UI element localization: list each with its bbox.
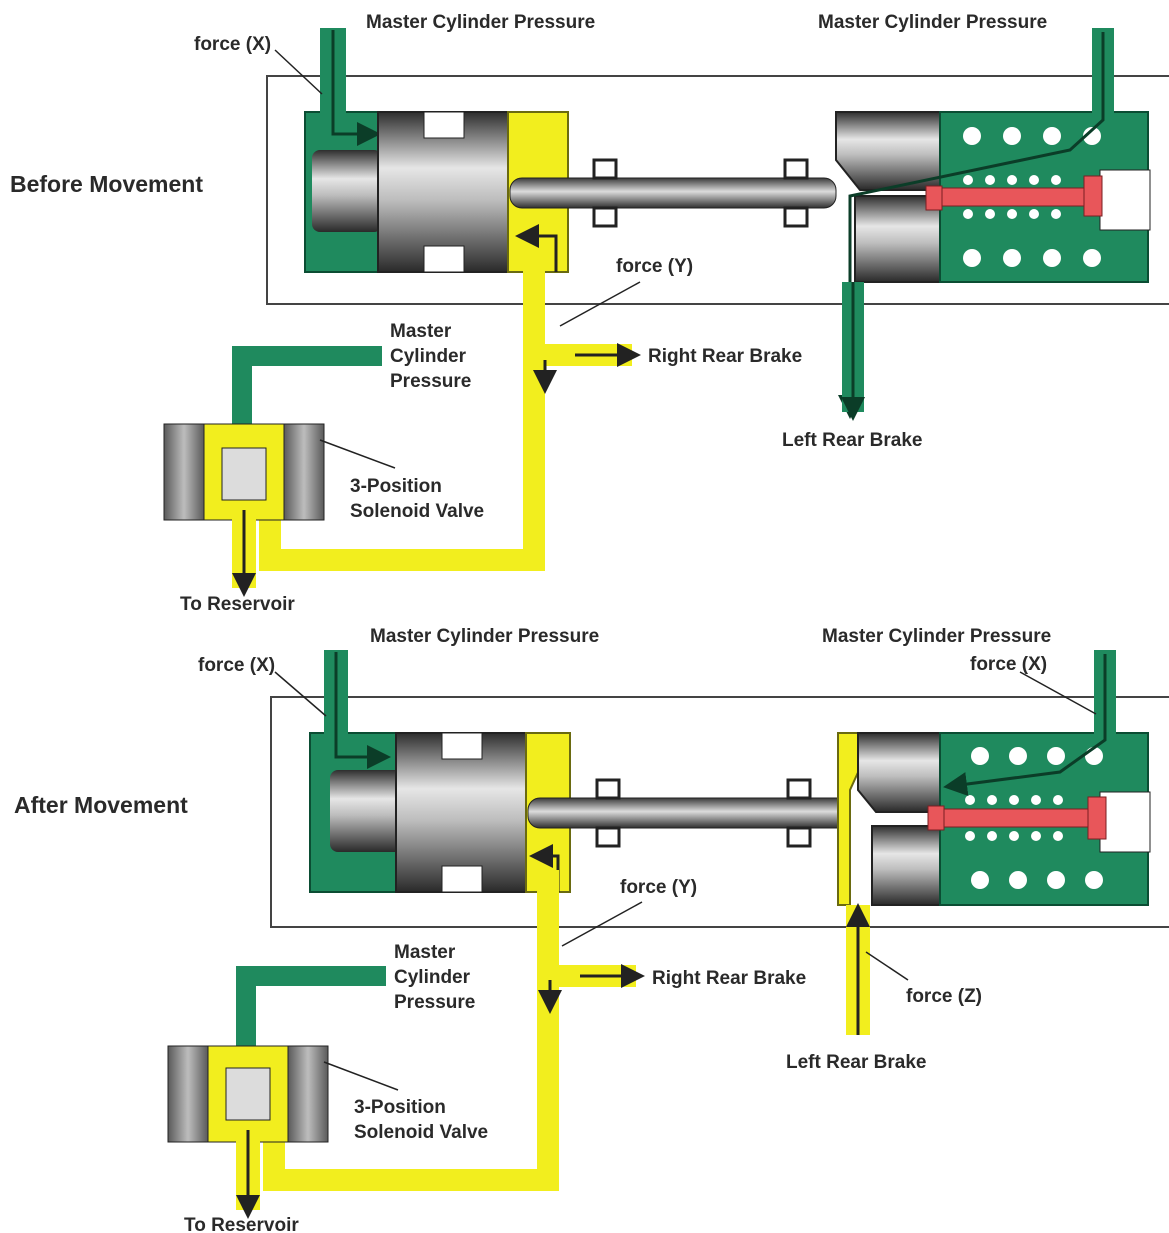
leader-line bbox=[559, 281, 641, 327]
piston-land-bottom bbox=[423, 245, 465, 273]
label-force-z: force (Z) bbox=[906, 986, 982, 1007]
label-mc-pressure-left: Master Cylinder Pressure bbox=[370, 626, 599, 647]
panel-before-movement: Before Movement force (X) Master Cylinde… bbox=[10, 12, 1169, 615]
label-valve-mc-3: Pressure bbox=[394, 992, 475, 1013]
label-left-rear-brake: Left Rear Brake bbox=[782, 430, 922, 451]
label-solenoid-1: 3-Position bbox=[354, 1097, 446, 1118]
label-left-rear-brake: Left Rear Brake bbox=[786, 1052, 926, 1073]
rod-seal bbox=[592, 158, 618, 180]
leader-line bbox=[1019, 671, 1097, 715]
yellow-line bbox=[259, 250, 545, 571]
piston-nose bbox=[312, 150, 382, 232]
rod-seal bbox=[783, 158, 809, 180]
spring-coils-top bbox=[963, 127, 1101, 267]
rod-seal bbox=[592, 206, 618, 228]
flow-arrow bbox=[515, 224, 558, 272]
label-force-x: force (X) bbox=[198, 655, 275, 676]
label-valve-mc-1: Master bbox=[394, 942, 456, 963]
solenoid-coil-right bbox=[283, 423, 325, 521]
label-force-y: force (Y) bbox=[620, 877, 697, 898]
push-rod bbox=[527, 797, 851, 829]
solenoid-coil-left bbox=[167, 1045, 209, 1143]
label-solenoid-1: 3-Position bbox=[350, 476, 442, 497]
piston-land-top bbox=[441, 732, 483, 760]
leader-line bbox=[274, 671, 327, 717]
label-solenoid-2: Solenoid Valve bbox=[350, 501, 484, 522]
rod-seal bbox=[595, 778, 621, 800]
flow-arrow bbox=[943, 654, 1107, 796]
label-mc-pressure-right: Master Cylinder Pressure bbox=[818, 12, 1047, 33]
leader-line bbox=[323, 1061, 399, 1091]
label-valve-mc-3: Pressure bbox=[390, 371, 471, 392]
flow-arrow bbox=[838, 32, 1105, 419]
plunger-stem bbox=[941, 808, 1103, 828]
plunger-tip bbox=[925, 185, 943, 211]
valve-housing bbox=[266, 75, 1169, 305]
push-rod bbox=[509, 177, 837, 209]
solenoid-coil-right bbox=[287, 1045, 329, 1143]
label-valve-mc-2: Cylinder bbox=[394, 967, 471, 988]
panel-title: After Movement bbox=[14, 792, 188, 818]
flow-arrow bbox=[331, 30, 381, 146]
label-to-reservoir: To Reservoir bbox=[180, 594, 295, 615]
solenoid-mc-line bbox=[232, 346, 382, 366]
leader-line bbox=[274, 49, 323, 95]
label-right-rear-brake: Right Rear Brake bbox=[652, 968, 806, 989]
panel-after-movement: After Movement force (X) Master Cylinder… bbox=[14, 626, 1169, 1233]
panel-title: Before Movement bbox=[10, 171, 203, 197]
end-cap bbox=[1099, 169, 1151, 231]
plunger-head bbox=[1087, 796, 1107, 840]
check-valve-upper bbox=[835, 111, 941, 191]
solenoid-mc-line bbox=[232, 346, 252, 426]
rod-seal bbox=[786, 778, 812, 800]
rod-seal bbox=[783, 206, 809, 228]
rod-seal bbox=[595, 826, 621, 848]
piston-nose bbox=[330, 770, 410, 852]
label-mc-pressure-right: Master Cylinder Pressure bbox=[822, 626, 1051, 647]
leader-line bbox=[319, 439, 396, 469]
solenoid-mc-line bbox=[236, 966, 386, 986]
leader-line bbox=[865, 951, 909, 981]
solenoid-armature bbox=[225, 1067, 271, 1121]
solenoid-coil-left bbox=[163, 423, 205, 521]
spring-coils-top bbox=[965, 747, 1103, 889]
plunger-tip bbox=[927, 805, 945, 831]
label-valve-mc-1: Master bbox=[390, 321, 452, 342]
rod-seal bbox=[786, 826, 812, 848]
label-mc-pressure-left: Master Cylinder Pressure bbox=[366, 12, 595, 33]
label-valve-mc-2: Cylinder bbox=[390, 346, 467, 367]
yellow-line bbox=[263, 870, 559, 1191]
label-force-x: force (X) bbox=[194, 34, 271, 55]
plunger-head bbox=[1083, 175, 1103, 217]
end-cap bbox=[1099, 791, 1151, 853]
solenoid-armature bbox=[221, 447, 267, 501]
leader-line bbox=[561, 901, 643, 947]
piston-land-top bbox=[423, 111, 465, 139]
flow-arrow bbox=[334, 652, 391, 769]
solenoid-mc-line bbox=[236, 966, 256, 1048]
valve-housing bbox=[270, 696, 1169, 928]
label-force-y: force (Y) bbox=[616, 256, 693, 277]
label-force-x-right: force (X) bbox=[970, 654, 1047, 675]
label-solenoid-2: Solenoid Valve bbox=[354, 1122, 488, 1143]
label-to-reservoir: To Reservoir bbox=[184, 1215, 299, 1233]
piston-land-bottom bbox=[441, 865, 483, 893]
label-right-rear-brake: Right Rear Brake bbox=[648, 346, 802, 367]
plunger-stem bbox=[939, 187, 1101, 207]
